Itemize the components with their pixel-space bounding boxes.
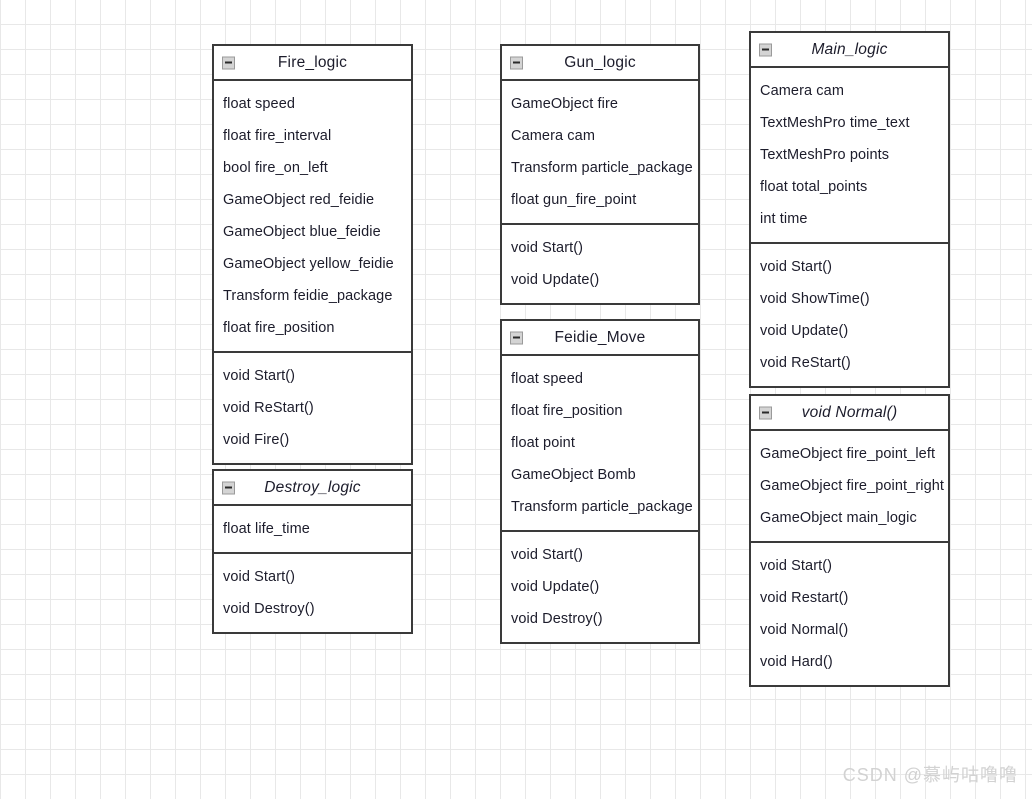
uml-method-row: void Destroy() xyxy=(223,601,315,617)
uml-method-row: void ReStart() xyxy=(223,400,314,416)
uml-attribute-row: GameObject red_feidie xyxy=(223,192,375,208)
uml-method-row: void Fire() xyxy=(223,432,290,448)
uml-method-row: void Restart() xyxy=(760,590,849,606)
uml-attributes-destroy-logic: float life_time xyxy=(214,506,411,554)
uml-method-row: void Update() xyxy=(511,579,600,595)
uml-attribute-row: TextMeshPro time_text xyxy=(760,115,910,131)
uml-methods-destroy-logic: void Start() void Destroy() xyxy=(214,554,411,632)
uml-methods-feidie-move: void Start() void Update() void Destroy() xyxy=(502,532,698,642)
uml-attribute-row: TextMeshPro points xyxy=(760,147,890,163)
uml-attribute-row: Transform particle_package xyxy=(511,160,693,176)
uml-attribute-row: GameObject fire_point_left xyxy=(760,446,936,462)
minus-glyph xyxy=(513,61,520,64)
uml-attribute-row: Camera cam xyxy=(760,83,844,99)
uml-attribute-row: GameObject fire xyxy=(511,96,619,112)
uml-method-row: void Destroy() xyxy=(511,611,603,627)
minus-icon[interactable] xyxy=(222,481,235,494)
uml-attribute-row: GameObject Bomb xyxy=(511,467,636,483)
uml-class-name-gun-logic: Gun_logic xyxy=(564,53,636,71)
uml-method-row: void ReStart() xyxy=(760,355,851,371)
minus-glyph xyxy=(762,48,769,51)
minus-glyph xyxy=(225,486,232,489)
uml-method-row: void ShowTime() xyxy=(760,291,870,307)
uml-methods-void-normal: void Start() void Restart() void Normal() v… xyxy=(751,543,948,685)
minus-glyph xyxy=(225,61,232,64)
uml-methods-main-logic: void Start() void ShowTime() void Update()… xyxy=(751,244,948,386)
uml-method-row: void Hard() xyxy=(760,654,833,670)
uml-attribute-row: float point xyxy=(511,435,575,451)
uml-attribute-row: GameObject yellow_feidie xyxy=(223,256,394,272)
uml-methods-fire-logic: void Start() void ReStart() void Fire() xyxy=(214,353,411,463)
uml-method-row: void Start() xyxy=(760,259,833,275)
uml-class-name-void-normal: void Normal() xyxy=(801,403,898,421)
uml-attribute-row: int time xyxy=(760,211,808,227)
uml-attribute-row: float gun_fire_point xyxy=(511,192,637,208)
uml-attribute-row: GameObject main_logic xyxy=(760,510,917,526)
uml-method-row: void Start() xyxy=(223,368,296,384)
uml-attribute-row: float fire_interval xyxy=(223,128,332,144)
minus-icon[interactable] xyxy=(222,56,235,69)
uml-method-row: void Update() xyxy=(511,272,600,288)
uml-method-row: void Start() xyxy=(511,240,584,256)
uml-attribute-row: float fire_position xyxy=(511,403,623,419)
uml-attribute-row: Transform feidie_package xyxy=(223,288,393,304)
uml-method-row: void Normal() xyxy=(760,622,849,638)
uml-attribute-row: Transform particle_package xyxy=(511,499,693,515)
uml-class-name-destroy-logic: Destroy_logic xyxy=(264,478,361,496)
uml-class-name-fire-logic: Fire_logic xyxy=(277,53,348,71)
uml-attribute-row: float speed xyxy=(511,371,584,387)
minus-glyph xyxy=(762,411,769,414)
uml-class-title-bar-void-normal: void Normal() xyxy=(751,396,948,431)
uml-attribute-row: float speed xyxy=(223,96,296,112)
uml-method-row: void Start() xyxy=(223,569,296,585)
minus-icon[interactable] xyxy=(759,43,772,56)
minus-icon[interactable] xyxy=(759,406,772,419)
uml-attribute-row: Camera cam xyxy=(511,128,595,144)
uml-attribute-row: bool fire_on_left xyxy=(223,160,328,176)
csdn-watermark: CSDN @慕屿咕噜噜 xyxy=(842,765,1018,785)
uml-class-title-bar-gun-logic: Gun_logic xyxy=(502,46,698,81)
uml-methods-gun-logic: void Start() void Update() xyxy=(502,225,698,303)
uml-attribute-row: GameObject blue_feidie xyxy=(223,224,381,240)
uml-method-row: void Update() xyxy=(760,323,849,339)
uml-attribute-row: float life_time xyxy=(223,521,310,537)
uml-method-row: void Start() xyxy=(760,558,833,574)
uml-class-name-main-logic: Main_logic xyxy=(811,40,888,58)
minus-icon[interactable] xyxy=(510,56,523,69)
uml-class-title-bar-destroy-logic: Destroy_logic xyxy=(214,471,411,506)
uml-attribute-row: GameObject fire_point_right xyxy=(760,478,945,494)
minus-icon[interactable] xyxy=(510,331,523,344)
minus-glyph xyxy=(513,336,520,339)
uml-attribute-row: float total_points xyxy=(760,179,868,195)
uml-attribute-row: float fire_position xyxy=(223,320,335,336)
uml-class-title-bar-fire-logic: Fire_logic xyxy=(214,46,411,81)
uml-class-title-bar-feidie-move: Feidie_Move xyxy=(502,321,698,356)
uml-class-title-bar-main-logic: Main_logic xyxy=(751,33,948,68)
uml-method-row: void Start() xyxy=(511,547,584,563)
uml-class-name-feidie-move: Feidie_Move xyxy=(554,328,646,346)
